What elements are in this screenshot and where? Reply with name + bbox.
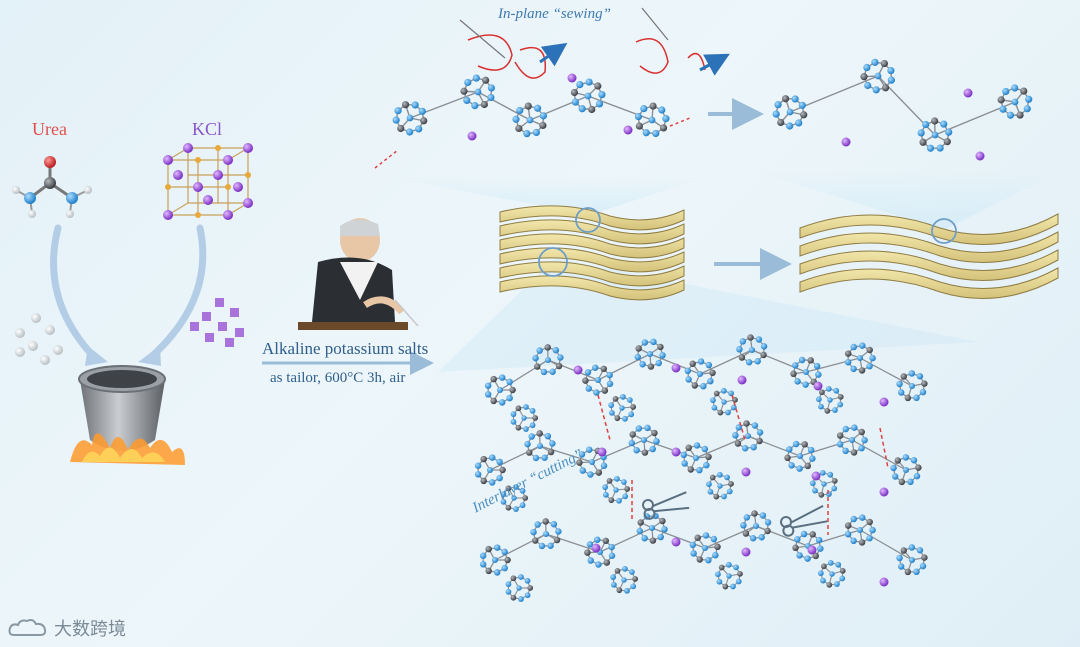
exfoliated-thin-sheets: [799, 213, 1059, 299]
fire-icon: [70, 433, 185, 465]
feed-arrowhead-left-icon: [85, 346, 108, 366]
urea-label: Urea: [32, 119, 67, 139]
in-plane-sewing-label: In-plane “sewing”: [498, 6, 611, 22]
urea-pellets: [15, 313, 63, 365]
ammonia-release-arrows: [539, 42, 730, 76]
zoom-beam-right: [750, 170, 1062, 230]
feed-arrowhead-right-icon: [138, 346, 161, 366]
heptazine-network-before: [374, 73, 691, 169]
zoom-beam-left: [378, 175, 712, 215]
heptazine-network-after: [772, 58, 1033, 161]
zoom-circle-middle: [538, 247, 568, 277]
zoom-circle-right: [931, 218, 957, 244]
condition-line-1: Alkaline potassium salts: [262, 339, 429, 358]
watermark: 大数跨境: [8, 615, 126, 641]
zoom-circle-top: [575, 207, 601, 233]
urea-molecule: [12, 156, 92, 218]
crucible-icon: [78, 365, 166, 451]
needle-thread-icon: [467, 34, 706, 79]
needle-icon: [459, 7, 669, 59]
watermark-text: 大数跨境: [54, 619, 126, 640]
hydrogen-bond-lines: [597, 394, 889, 535]
feed-arrows: [50, 224, 207, 362]
tailor-figure: [298, 218, 419, 330]
kcl-crystal-lattice: [163, 143, 253, 220]
kcl-label: KCl: [192, 119, 223, 139]
bulk-layered-sheets: [499, 205, 685, 301]
condition-line-2: as tailor, 600°C 3h, air: [270, 370, 406, 386]
cloud-logo-icon: [8, 619, 47, 636]
interlayer-molecular-layers: [474, 334, 928, 602]
kcl-cubes: [190, 298, 244, 347]
scissors-icon: [642, 491, 828, 537]
